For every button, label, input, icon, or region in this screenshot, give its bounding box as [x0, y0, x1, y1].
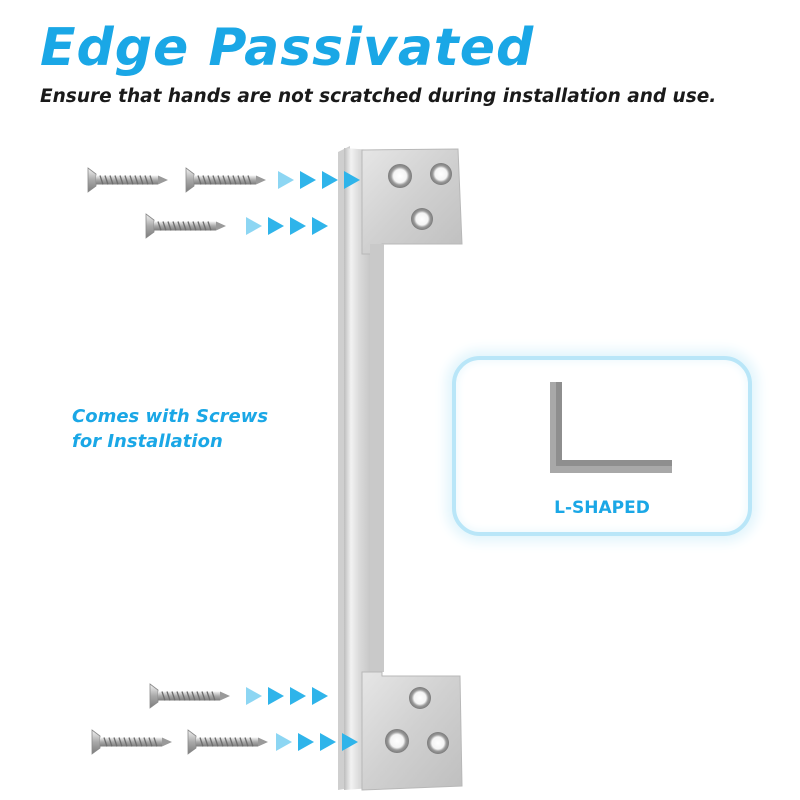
arrow-icon [278, 171, 360, 189]
l-shaped-box: L-SHAPED [452, 356, 752, 536]
screw-icon [185, 167, 267, 193]
l-shape-icon [550, 382, 672, 473]
bottom-tab [361, 671, 463, 791]
page-subtitle: Ensure that hands are not scratched duri… [40, 86, 717, 107]
top-tab [361, 148, 463, 255]
screw-icon [91, 729, 173, 755]
screw-hole [409, 687, 431, 709]
page-title: Edge Passivated [40, 18, 535, 78]
screws-caption: Comes with Screws for Installation [72, 404, 268, 454]
screw-icon [187, 729, 269, 755]
arrow-icon [246, 217, 328, 235]
screw-hole [385, 729, 409, 753]
arrow-icon [246, 687, 328, 705]
screw-hole [430, 163, 452, 185]
strike-plate [338, 146, 463, 791]
screw-hole [427, 732, 449, 754]
screws-caption-line: for Installation [72, 431, 223, 452]
screw-hole [388, 164, 412, 188]
plate-body [344, 148, 372, 790]
plate-recess [370, 244, 384, 672]
l-shaped-label: L-SHAPED [554, 498, 650, 518]
screw-icon [87, 167, 169, 193]
arrow-icon [276, 733, 358, 751]
screws-caption-line: Comes with Screws [72, 406, 269, 427]
screw-icon [145, 213, 227, 239]
screw-icon [149, 683, 231, 709]
screw-hole [411, 208, 433, 230]
